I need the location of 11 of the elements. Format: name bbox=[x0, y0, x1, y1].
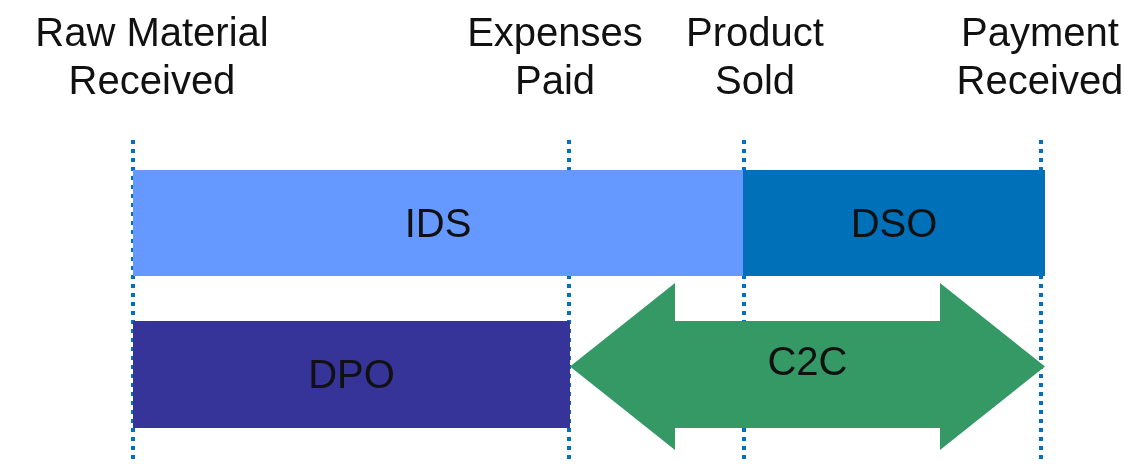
bar-label: DSO bbox=[850, 200, 938, 246]
milestone-label: Product Sold bbox=[685, 9, 825, 104]
timeline-bar bbox=[133, 170, 743, 276]
milestone-label: Expenses Paid bbox=[466, 9, 644, 104]
bar-label: DPO bbox=[308, 352, 395, 397]
timeline-bar bbox=[743, 170, 1045, 276]
timeline-bar bbox=[133, 321, 570, 428]
bar-label: C2C bbox=[767, 339, 848, 384]
milestone-label: Payment Received bbox=[955, 9, 1125, 104]
milestone-label: Raw Material Received bbox=[34, 9, 270, 104]
bar-label: IDS bbox=[404, 200, 472, 246]
